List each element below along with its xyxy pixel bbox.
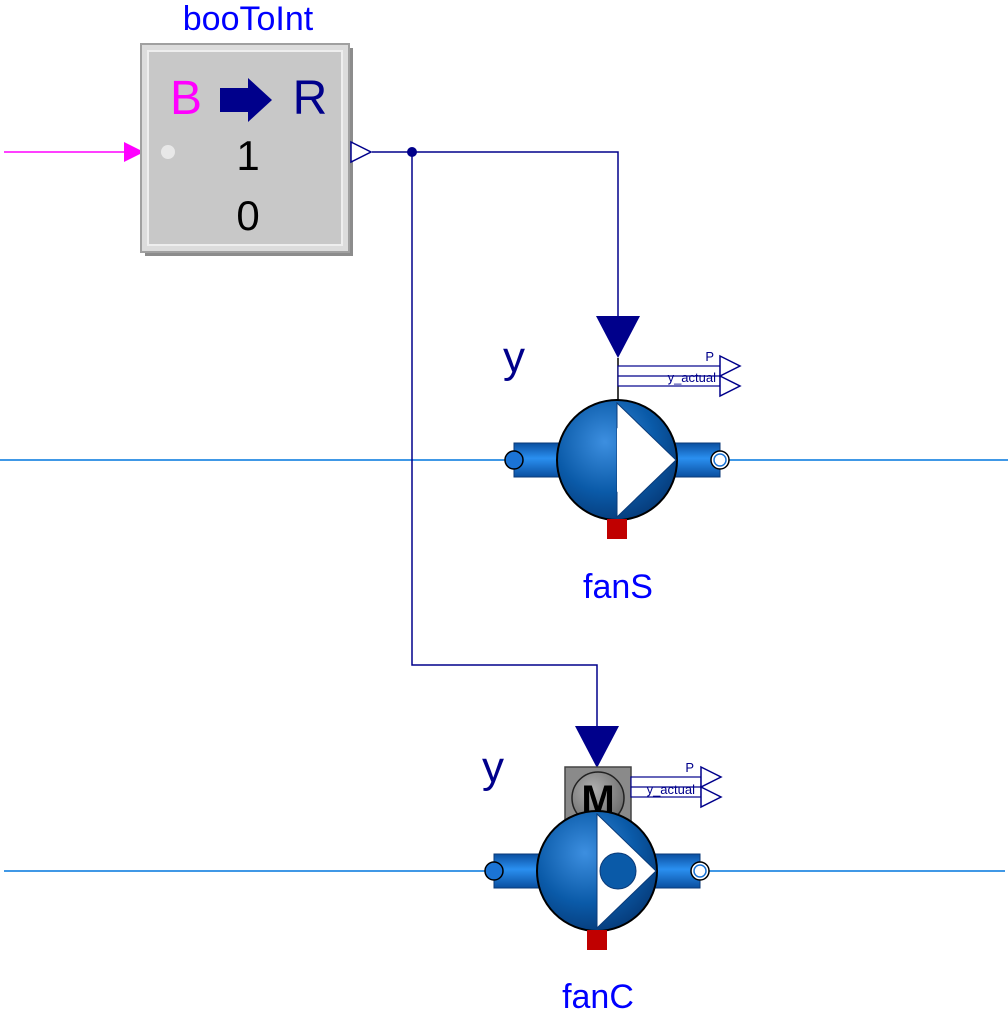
- fanC-name-label: fanC: [562, 978, 634, 1012]
- fanS-input-label: y: [503, 333, 525, 382]
- fanS-output-speed-label: y_actual: [668, 370, 717, 385]
- fanC-heat-port[interactable]: [587, 930, 607, 950]
- booToInt-output-symbol: R: [293, 72, 328, 125]
- fanS-flow-arrow-inner: [617, 428, 652, 492]
- booToInt-input-indicator: [161, 145, 175, 159]
- fanC-output-power-port[interactable]: [700, 765, 723, 789]
- fanS-output-speed-port[interactable]: [719, 374, 742, 398]
- fanS-port-b-inner: [713, 453, 727, 467]
- booToInt-arrow-icon: [220, 78, 272, 122]
- booToInt-false-value: 0: [236, 192, 259, 239]
- signal-junction-dot: [407, 147, 417, 157]
- booToInt-input-symbol: B: [170, 72, 202, 125]
- fanC-rotor-icon: [599, 852, 637, 890]
- fanS-heat-port[interactable]: [607, 519, 627, 539]
- fanS-output-power-port[interactable]: [719, 354, 742, 378]
- fanC-output-speed-port[interactable]: [700, 785, 723, 809]
- booToInt-output-port[interactable]: [350, 140, 373, 164]
- fanC-port-a[interactable]: [484, 861, 504, 881]
- booToInt-inner: [147, 50, 343, 246]
- signal-line-to-fanS[interactable]: [372, 151, 619, 318]
- booToInt-name-label: booToInt: [183, 0, 314, 38]
- fanC-input-label: y: [482, 743, 504, 792]
- fanC-port-b-inner: [693, 864, 707, 878]
- booToInt-true-value: 1: [236, 132, 259, 179]
- booToInt-block[interactable]: B R 1 0: [140, 43, 373, 256]
- fanS-input-port[interactable]: [596, 316, 640, 358]
- fanS-port-a[interactable]: [504, 450, 524, 470]
- signal-line-to-fanC[interactable]: [411, 152, 598, 728]
- fanS-component[interactable]: y P y_actual fanS: [503, 316, 742, 606]
- boolean-input-arrow: [124, 142, 144, 162]
- fanS-name-label: fanS: [583, 568, 653, 606]
- fanS-output-power-label: P: [705, 349, 714, 364]
- fanC-output-power-label: P: [685, 760, 694, 775]
- fanC-input-port[interactable]: [575, 726, 619, 768]
- fanC-component[interactable]: y M P y_actual fanC: [482, 726, 723, 1012]
- fanC-output-speed-label: y_actual: [647, 782, 696, 797]
